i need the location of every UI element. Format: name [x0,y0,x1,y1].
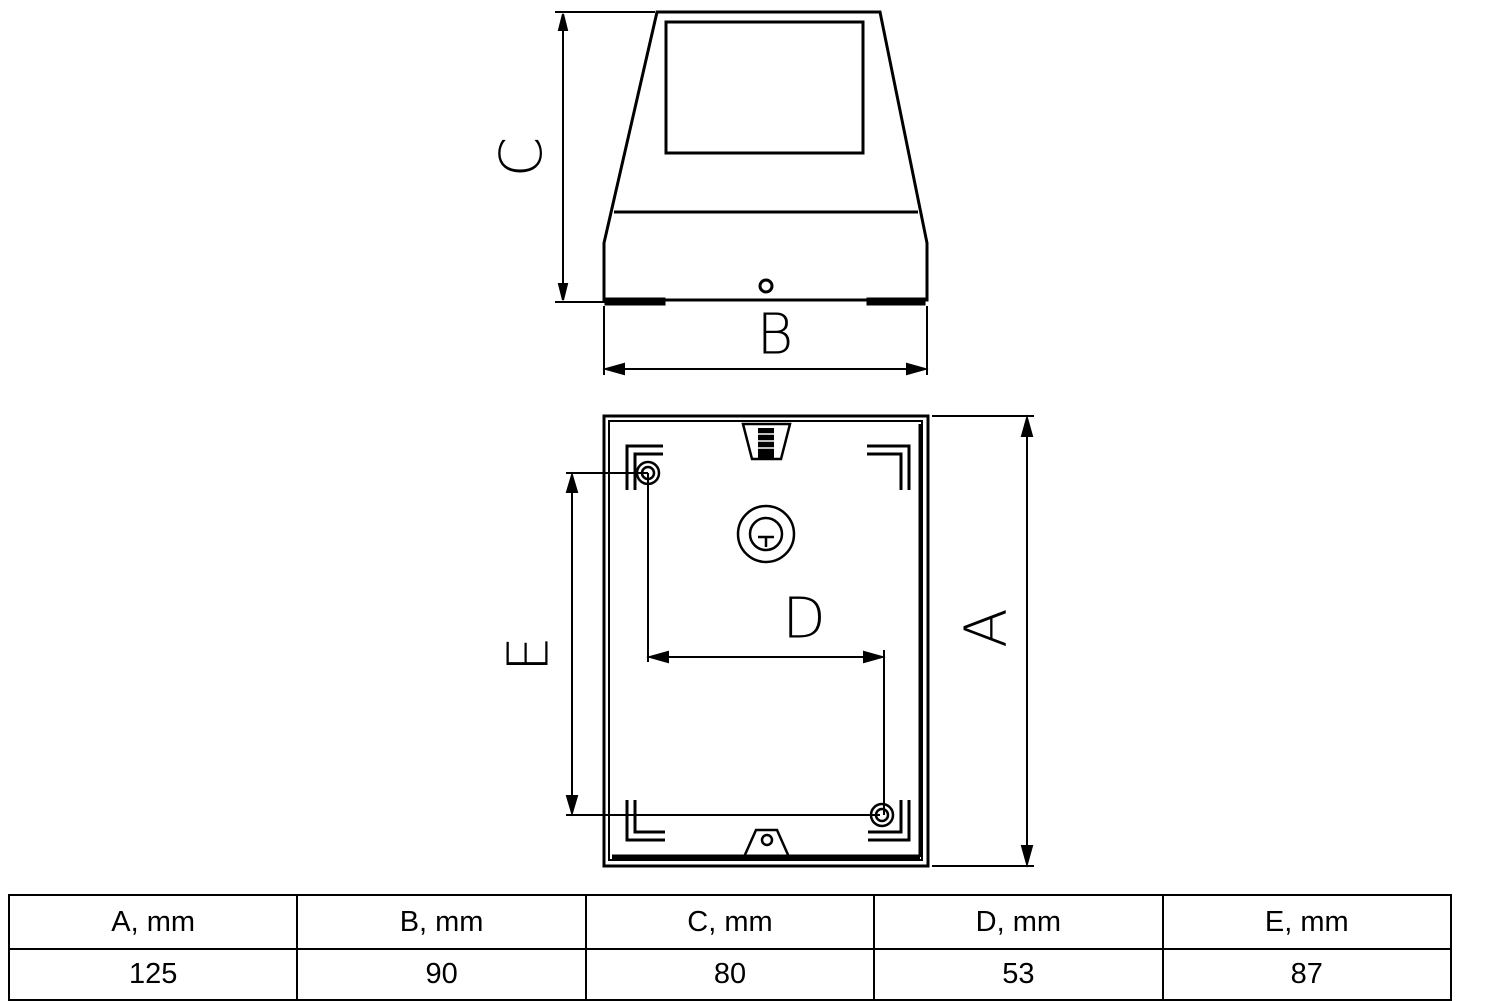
cable-entry-top-icon [741,422,792,461]
dimension-d [646,473,886,815]
dimensions-header-row: A, mm B, mm C, mm D, mm E, mm [7,894,1453,950]
header-d: D, mm [873,894,1164,950]
top-view [602,414,930,868]
enclosure-outer-outline [602,414,930,868]
dimension-b [602,306,929,376]
dimensions-value-row: 125 90 80 53 87 [7,948,1453,1001]
header-e: E, mm [1161,894,1453,950]
central-knob-icon [736,504,796,564]
value-e: 87 [1161,948,1453,1001]
value-c: 80 [584,948,876,1001]
corner-bracket-top-left [625,444,663,490]
dimension-label-d: D [782,586,825,651]
side-view [602,10,929,306]
dimension-label-b: B [757,302,794,367]
left-foot [604,297,666,306]
front-window [664,20,865,155]
enclosure-side-outline [602,10,929,302]
technical-drawing: C B [487,10,1034,868]
side-screw-icon [758,278,774,294]
dimension-c [555,11,655,303]
value-a: 125 [7,948,299,1001]
value-b: 90 [296,948,587,1001]
value-d: 53 [873,948,1164,1001]
header-c: C, mm [584,894,876,950]
corner-bracket-bottom-left [625,800,665,842]
dimension-label-c: C [487,137,555,178]
dimension-label-a: A [952,608,1020,648]
enclosure-inner-wall [608,420,923,861]
header-a: A, mm [7,894,299,950]
header-b: B, mm [296,894,587,950]
dimension-e [565,471,880,817]
cable-entry-bottom-icon [742,828,791,859]
corner-bracket-bottom-right [868,800,911,842]
dimension-a [932,414,1034,868]
corner-bracket-top-right [867,444,911,490]
right-foot [866,297,926,306]
dimensions-table: A, mm B, mm C, mm D, mm E, mm 125 90 80 … [7,894,1453,1001]
dimension-label-e: E [496,636,561,671]
